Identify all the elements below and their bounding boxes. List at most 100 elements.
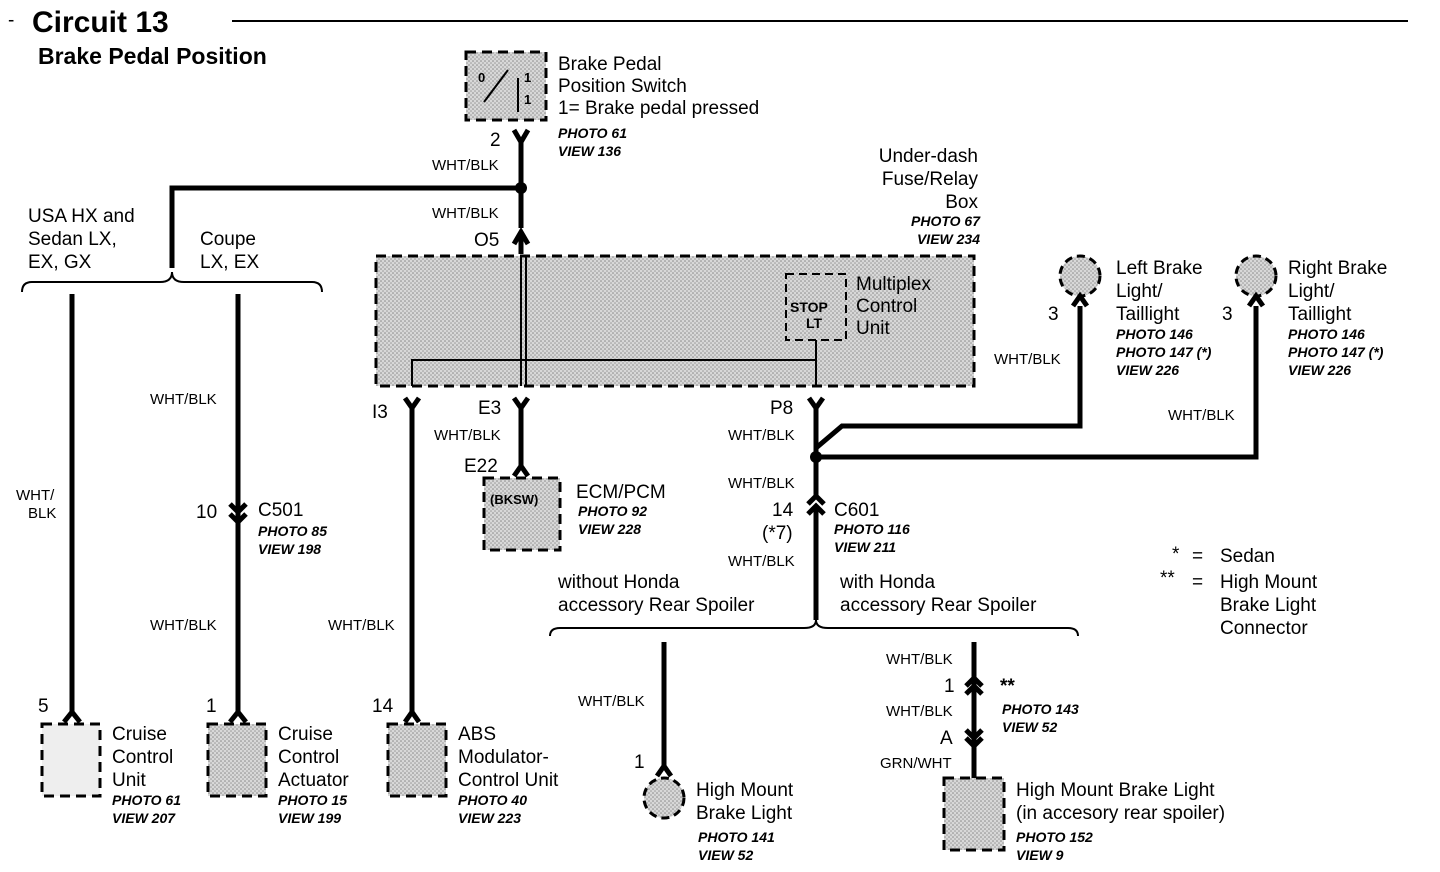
wire-label-left-light: WHT/BLK — [994, 351, 1061, 368]
c501-name: C501 — [258, 500, 303, 521]
left-light-line2: Light/ — [1116, 281, 1163, 302]
hm-connector-mark: ** — [1000, 676, 1015, 697]
right-brake-light-icon — [1234, 254, 1278, 298]
wire-label-o5: WHT/BLK — [432, 205, 499, 222]
right-light-view: VIEW 226 — [1288, 362, 1351, 378]
hm-light-line1: High Mount — [696, 780, 794, 801]
wire-label-hm-mid: WHT/BLK — [886, 703, 953, 720]
connector-e22-icon — [511, 461, 531, 478]
hm-light-pin: 1 — [634, 752, 645, 773]
switch-photo: PHOTO 61 — [558, 125, 627, 141]
fuse-relay-box: STOP LT Multiplex Control Unit Under-das… — [372, 146, 981, 423]
c501-view: VIEW 198 — [258, 541, 321, 557]
hm-light-photo: PHOTO 141 — [698, 829, 775, 845]
hm-connector-photo: PHOTO 143 — [1002, 701, 1079, 717]
legend-def2-line2: Brake Light — [1220, 595, 1317, 616]
switch-contact-icon — [483, 69, 509, 103]
wire-label-c601-lower: WHT/BLK — [728, 553, 795, 570]
connector-abs-icon — [402, 707, 422, 724]
high-mount-brake-light-spoiler: High Mount Brake Light (in accesory rear… — [942, 776, 1225, 863]
header: - Circuit 13 Brake Pedal Position — [8, 6, 1408, 69]
wire-label-ecm: WHT/BLK — [434, 427, 501, 444]
left-brake-light: 3 Left Brake Light/ Taillight PHOTO 146 … — [1048, 254, 1212, 378]
ecm-photo: PHOTO 92 — [578, 503, 647, 519]
legend-eq1: = — [1192, 546, 1203, 567]
actuator-photo: PHOTO 15 — [278, 792, 347, 808]
stop-lt-line1: STOP — [790, 299, 828, 315]
c601-pin: 14 — [772, 500, 794, 521]
mcu-line3: Unit — [856, 318, 891, 339]
hm-light-view: VIEW 52 — [698, 847, 753, 863]
connector-hm-1b-icon — [964, 682, 984, 696]
abs-line3: Control Unit — [458, 770, 559, 791]
spoiler-with-line1: with Honda — [839, 572, 935, 593]
hm-connector-pinA: A — [940, 728, 953, 749]
cruise-unit-box — [40, 722, 102, 798]
right-brake-light: 3 Right Brake Light/ Taillight PHOTO 146… — [1222, 254, 1387, 378]
connector-c601-icon — [806, 492, 826, 506]
switch-pos-1a: 1 — [524, 70, 531, 85]
wire-label-abs: WHT/BLK — [328, 617, 395, 634]
switch-pos-1b: 1 — [524, 92, 531, 107]
fusebox-label-line1: Under-dash — [879, 146, 978, 167]
fusebox-view: VIEW 234 — [917, 231, 980, 247]
fusebox-pin-p8: P8 — [770, 398, 793, 419]
legend-def2-line1: High Mount — [1220, 572, 1318, 593]
branch-bracket-spoiler — [549, 619, 1079, 637]
page-subtitle: Brake Pedal Position — [38, 43, 267, 69]
fusebox-label-line3: Box — [945, 192, 978, 213]
switch-label-line2: Position Switch — [558, 76, 687, 97]
left-light-pin: 3 — [1048, 304, 1059, 325]
c601-name: C601 — [834, 500, 879, 521]
ecm-pin: E22 — [464, 456, 498, 477]
wire-label-c601-upper: WHT/BLK — [728, 475, 795, 492]
spoiler-without-line2: accessory Rear Spoiler — [558, 595, 755, 616]
actuator-pin: 1 — [206, 696, 217, 717]
wire-label-p8: WHT/BLK — [728, 427, 795, 444]
legend-sym2: ** — [1160, 568, 1175, 589]
legend: * = Sedan ** = High Mount Brake Light Co… — [1160, 544, 1318, 639]
hm-spoiler-line1: High Mount Brake Light — [1016, 780, 1215, 801]
hm-spoiler-photo: PHOTO 152 — [1016, 829, 1093, 845]
left-brake-light-icon — [1058, 254, 1102, 298]
cruise-unit-line2: Control — [112, 747, 173, 768]
switch-pos-0: 0 — [478, 70, 485, 85]
wire-label-cruise-unit-1: WHT/ — [16, 487, 55, 504]
abs-photo: PHOTO 40 — [458, 792, 527, 808]
legend-def2-line3: Connector — [1220, 618, 1308, 639]
cruise-control-unit: 5 Cruise Control Unit PHOTO 61 VIEW 207 — [38, 696, 181, 826]
wire-label-hm-light: WHT/BLK — [578, 693, 645, 710]
ecm-pcm: (BKSW) E22 ECM/PCM PHOTO 92 VIEW 228 — [464, 456, 666, 552]
high-mount-brake-light: 1 High Mount Brake Light PHOTO 141 VIEW … — [634, 752, 794, 863]
c601-view: VIEW 211 — [834, 539, 896, 555]
fusebox-pin-o5: O5 — [474, 230, 499, 251]
actuator-box — [206, 722, 268, 798]
right-light-line1: Right Brake — [1288, 258, 1387, 279]
stop-lt-line2: LT — [806, 315, 823, 331]
brake-pedal-switch: 0 1 1 Brake Pedal Position Switch 1= Bra… — [464, 50, 759, 159]
c601-pin-alt: (*7) — [762, 523, 793, 544]
abs-line1: ABS — [458, 724, 496, 745]
legend-def1: Sedan — [1220, 546, 1275, 567]
c601-photo: PHOTO 116 — [834, 521, 910, 537]
spoiler-without-line1: without Honda — [557, 572, 680, 593]
ecm-view: VIEW 228 — [578, 521, 641, 537]
hm-connector-pin1: 1 — [944, 676, 955, 697]
ecm-box — [482, 476, 562, 552]
cruise-unit-line1: Cruise — [112, 724, 167, 745]
wire-splice-to-left — [169, 185, 521, 268]
right-light-line3: Taillight — [1288, 304, 1352, 325]
fusebox-photo: PHOTO 67 — [911, 213, 981, 229]
cruise-control-actuator: 1 Cruise Control Actuator PHOTO 15 VIEW … — [206, 696, 349, 826]
abs-pin: 14 — [372, 696, 394, 717]
actuator-line3: Actuator — [278, 770, 349, 791]
hm-connector-view: VIEW 52 — [1002, 719, 1057, 735]
abs-view: VIEW 223 — [458, 810, 521, 826]
spoiler-with-line2: accessory Rear Spoiler — [840, 595, 1037, 616]
right-light-line2: Light/ — [1288, 281, 1335, 302]
cruise-unit-view: VIEW 207 — [112, 810, 176, 826]
legend-sym1: * — [1172, 544, 1180, 565]
fusebox-internal-bus — [411, 359, 817, 386]
cruise-unit-line3: Unit — [112, 770, 147, 791]
